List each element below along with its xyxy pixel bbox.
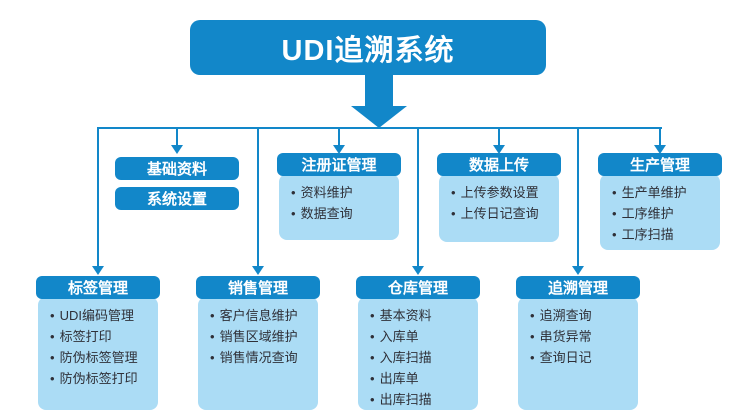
root-arrow-head-icon bbox=[351, 106, 407, 128]
arrow-down-icon bbox=[493, 145, 505, 154]
list-item: 查询日记 bbox=[530, 347, 634, 368]
list-item: 入库单 bbox=[370, 326, 474, 347]
trunk-line bbox=[97, 127, 662, 129]
list-item: 上传参数设置 bbox=[451, 182, 555, 203]
module-panel-data-upload: 上传参数设置 上传日记查询 bbox=[439, 174, 559, 242]
arrow-down-icon bbox=[572, 266, 584, 275]
connector-line bbox=[577, 127, 579, 267]
module-header-label: 标签管理 bbox=[36, 276, 160, 299]
module-panel-trace: 追溯查询 串货异常 查询日记 bbox=[518, 297, 638, 410]
list-item: 出库单 bbox=[370, 368, 474, 389]
list-item: UDI编码管理 bbox=[50, 305, 154, 326]
node-system-settings: 系统设置 bbox=[115, 187, 239, 210]
module-item-list: UDI编码管理 标签打印 防伪标签管理 防伪标签打印 bbox=[38, 297, 158, 389]
node-basic-data: 基础资料 bbox=[115, 157, 239, 180]
list-item: 工序维护 bbox=[612, 203, 716, 224]
module-item-list: 客户信息维护 销售区域维护 销售情况查询 bbox=[198, 297, 318, 368]
module-header-production: 生产管理 bbox=[598, 153, 722, 176]
list-item: 防伪标签打印 bbox=[50, 368, 154, 389]
module-panel-sales: 客户信息维护 销售区域维护 销售情况查询 bbox=[198, 297, 318, 410]
list-item: 销售区域维护 bbox=[210, 326, 314, 347]
connector-line bbox=[257, 127, 259, 267]
arrow-down-icon bbox=[333, 145, 345, 154]
list-item: 数据查询 bbox=[291, 203, 395, 224]
list-item: 生产单维护 bbox=[612, 182, 716, 203]
connector-line bbox=[417, 127, 419, 267]
arrow-down-icon bbox=[92, 266, 104, 275]
list-item: 销售情况查询 bbox=[210, 347, 314, 368]
module-panel-label: UDI编码管理 标签打印 防伪标签管理 防伪标签打印 bbox=[38, 297, 158, 410]
module-panel-warehouse: 基本资料 入库单 入库扫描 出库单 出库扫描 bbox=[358, 297, 478, 410]
root-node-title: UDI追溯系统 bbox=[190, 20, 546, 75]
module-header-registration: 注册证管理 bbox=[277, 153, 401, 176]
list-item: 工序扫描 bbox=[612, 224, 716, 245]
list-item: 客户信息维护 bbox=[210, 305, 314, 326]
list-item: 入库扫描 bbox=[370, 347, 474, 368]
module-item-list: 生产单维护 工序维护 工序扫描 bbox=[600, 174, 720, 245]
connector-line bbox=[97, 127, 99, 267]
arrow-down-icon bbox=[252, 266, 264, 275]
module-header-data-upload: 数据上传 bbox=[437, 153, 561, 176]
connector-line bbox=[498, 127, 500, 145]
module-item-list: 追溯查询 串货异常 查询日记 bbox=[518, 297, 638, 368]
module-header-sales: 销售管理 bbox=[196, 276, 320, 299]
arrow-down-icon bbox=[654, 145, 666, 154]
module-item-list: 上传参数设置 上传日记查询 bbox=[439, 174, 559, 224]
list-item: 防伪标签管理 bbox=[50, 347, 154, 368]
module-panel-registration: 资料维护 数据查询 bbox=[279, 174, 399, 240]
connector-line bbox=[338, 127, 340, 145]
connector-line bbox=[659, 127, 661, 145]
module-header-trace: 追溯管理 bbox=[516, 276, 640, 299]
list-item: 基本资料 bbox=[370, 305, 474, 326]
list-item: 追溯查询 bbox=[530, 305, 634, 326]
connector-line bbox=[176, 127, 178, 145]
module-header-warehouse: 仓库管理 bbox=[356, 276, 480, 299]
list-item: 标签打印 bbox=[50, 326, 154, 347]
root-arrow-shaft bbox=[365, 73, 393, 107]
list-item: 串货异常 bbox=[530, 326, 634, 347]
list-item: 上传日记查询 bbox=[451, 203, 555, 224]
module-item-list: 资料维护 数据查询 bbox=[279, 174, 399, 224]
module-item-list: 基本资料 入库单 入库扫描 出库单 出库扫描 bbox=[358, 297, 478, 410]
list-item: 出库扫描 bbox=[370, 389, 474, 410]
arrow-down-icon bbox=[412, 266, 424, 275]
arrow-down-icon bbox=[171, 145, 183, 154]
list-item: 资料维护 bbox=[291, 182, 395, 203]
module-panel-production: 生产单维护 工序维护 工序扫描 bbox=[600, 174, 720, 250]
